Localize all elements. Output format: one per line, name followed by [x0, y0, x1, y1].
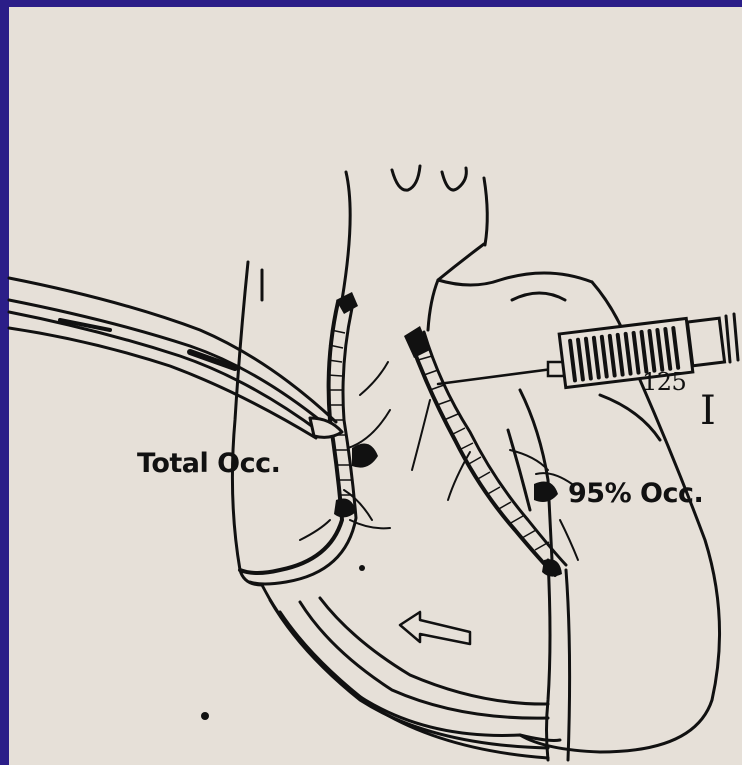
circumflex-branch — [520, 390, 552, 560]
syringe-plunger — [687, 318, 724, 366]
branch-5 — [300, 520, 330, 540]
branch-6 — [412, 400, 430, 470]
syringe-needle — [438, 368, 560, 384]
lad-origin-blob — [404, 326, 430, 358]
pulmonary-trunk — [438, 273, 592, 285]
lad-distal-blob — [542, 559, 562, 576]
rca-distal-blob — [334, 499, 356, 518]
partial-occlusion-label: 95% Occ. — [568, 478, 703, 509]
vessel-right-branch — [442, 168, 466, 190]
syringe-flange-1 — [726, 316, 730, 362]
rca-inner — [250, 308, 356, 584]
vessel-left-branch — [392, 166, 420, 190]
syringe — [438, 314, 738, 388]
isotope-mass-number: 125 — [642, 368, 686, 396]
total-occlusion-label: Total Occ. — [137, 448, 280, 479]
aorta-left-wall — [342, 172, 350, 300]
aorta-right-wall — [428, 244, 484, 330]
interventricular-septum — [547, 560, 551, 760]
branch-10 — [560, 520, 578, 560]
lad-occlusion-blob — [534, 482, 558, 502]
forceps — [9, 278, 342, 438]
right-atrium-outline — [232, 262, 262, 585]
branch-2 — [348, 410, 390, 448]
ink-speck — [201, 712, 209, 720]
forceps-upper-jaw — [9, 278, 336, 422]
inferior-wall-5 — [320, 598, 548, 704]
vessel-far-right — [484, 178, 487, 245]
flow-arrow — [400, 612, 470, 644]
pulmonary-branch — [512, 293, 565, 300]
rca-origin-blob — [336, 292, 358, 314]
septum-inner — [566, 570, 570, 760]
branch-1 — [360, 362, 388, 395]
lad-inner — [424, 332, 566, 565]
isotope-symbol: I — [700, 388, 715, 434]
forceps-tip — [310, 418, 342, 437]
branch-7 — [448, 452, 470, 500]
ink-speck-small — [359, 565, 365, 571]
syringe-flange-2 — [734, 314, 738, 360]
rca-occlusion-blob — [352, 444, 378, 468]
